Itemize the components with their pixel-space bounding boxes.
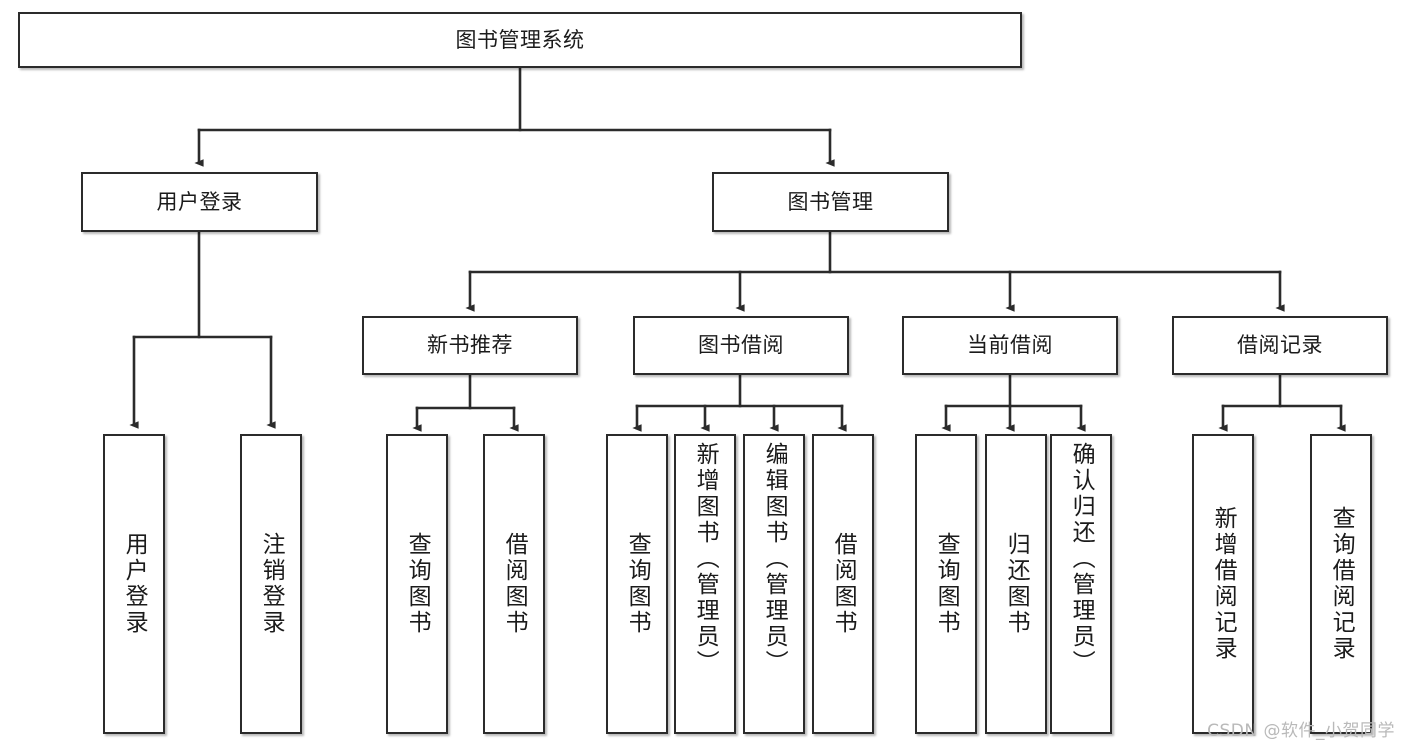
node-label: 借阅记录 bbox=[1237, 333, 1323, 357]
leaf-book-borrow-query-book[interactable]: 查询图书 bbox=[606, 434, 668, 734]
node-book-borrow[interactable]: 图书借阅 bbox=[633, 316, 849, 375]
node-root-book-management-system[interactable]: 图书管理系统 bbox=[18, 12, 1022, 68]
node-label: 图书管理 bbox=[787, 189, 874, 214]
leaf-current-borrow-confirm-return-admin[interactable]: 确认归还（管理员） bbox=[1050, 434, 1112, 734]
leaf-new-book-borrow-book[interactable]: 借阅图书 bbox=[483, 434, 545, 734]
node-label: 查询图书 bbox=[933, 532, 960, 636]
node-label: 注销登录 bbox=[258, 532, 285, 636]
leaf-borrow-record-add-record[interactable]: 新增借阅记录 bbox=[1192, 434, 1254, 734]
node-label: 新书推荐 bbox=[427, 333, 513, 357]
node-label: 用户登录 bbox=[156, 189, 243, 214]
node-user-login[interactable]: 用户登录 bbox=[81, 172, 318, 232]
node-label: 查询图书 bbox=[404, 532, 431, 636]
node-label: 查询图书 bbox=[624, 532, 651, 636]
node-current-borrow[interactable]: 当前借阅 bbox=[902, 316, 1118, 375]
node-label: 查询借阅记录 bbox=[1328, 506, 1355, 662]
node-label: 借阅图书 bbox=[501, 532, 528, 636]
leaf-current-borrow-return-book[interactable]: 归还图书 bbox=[985, 434, 1047, 734]
node-label: 图书借阅 bbox=[698, 333, 784, 357]
node-label: 图书管理系统 bbox=[455, 27, 585, 52]
leaf-book-borrow-add-book-admin[interactable]: 新增图书（管理员） bbox=[674, 434, 736, 734]
leaf-current-borrow-query-book[interactable]: 查询图书 bbox=[915, 434, 977, 734]
node-label: 确认归还（管理员） bbox=[1068, 442, 1095, 676]
leaf-user-login-login[interactable]: 用户登录 bbox=[103, 434, 165, 734]
leaf-book-borrow-borrow-book[interactable]: 借阅图书 bbox=[812, 434, 874, 734]
node-label: 借阅图书 bbox=[830, 532, 857, 636]
node-label: 编辑图书（管理员） bbox=[761, 442, 788, 676]
leaf-borrow-record-query-record[interactable]: 查询借阅记录 bbox=[1310, 434, 1372, 734]
node-label: 新增图书（管理员） bbox=[692, 442, 719, 676]
node-borrow-record[interactable]: 借阅记录 bbox=[1172, 316, 1388, 375]
leaf-new-book-query-book[interactable]: 查询图书 bbox=[386, 434, 448, 734]
csdn-watermark: CSDN @软件_小贺同学 bbox=[1207, 721, 1395, 741]
node-label: 归还图书 bbox=[1003, 532, 1030, 636]
node-label: 用户登录 bbox=[121, 532, 148, 636]
node-book-management[interactable]: 图书管理 bbox=[712, 172, 949, 232]
leaf-book-borrow-edit-book-admin[interactable]: 编辑图书（管理员） bbox=[743, 434, 805, 734]
node-label: 当前借阅 bbox=[967, 333, 1053, 357]
leaf-user-login-logout[interactable]: 注销登录 bbox=[240, 434, 302, 734]
node-label: 新增借阅记录 bbox=[1210, 506, 1237, 662]
node-new-book-recommend[interactable]: 新书推荐 bbox=[362, 316, 578, 375]
